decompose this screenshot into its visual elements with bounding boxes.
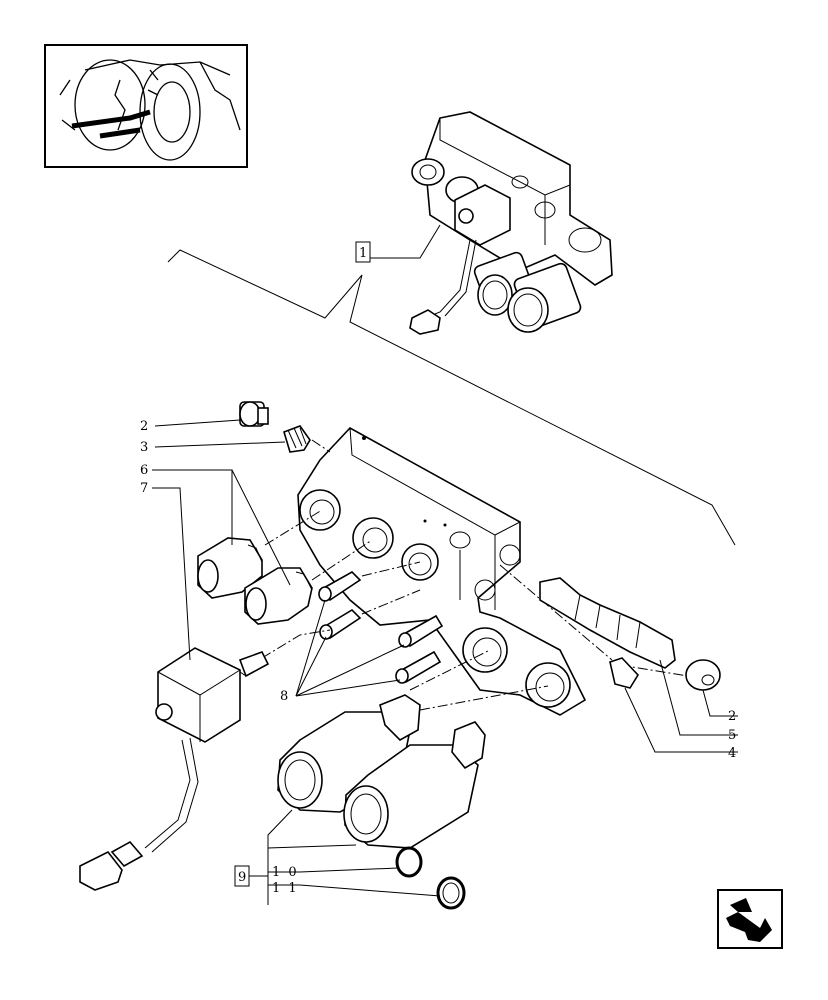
solenoid-coil-part-7 — [79, 647, 270, 891]
callout-1: 1 — [355, 224, 441, 263]
callout-3: 3 — [140, 440, 150, 455]
pins-part-8 — [318, 571, 444, 684]
spring-part-3 — [283, 425, 311, 453]
callout-9-label: 9 — [238, 870, 248, 885]
callout-2-upper: 2 — [140, 419, 150, 434]
callout-7: 7 — [140, 481, 150, 496]
callout-11: 1 1 — [272, 881, 299, 896]
adapter-fitting-part-6-a — [197, 537, 263, 599]
callout-10: 1 0 — [272, 865, 299, 880]
callout-4: 4 — [728, 746, 738, 761]
callout-2-lower: 2 — [728, 709, 738, 724]
leader-lines — [152, 419, 738, 905]
page-navigation-arrow-icon[interactable] — [717, 889, 783, 949]
tractor-location-thumbnail — [44, 44, 248, 168]
plug-part-2-upper — [239, 401, 269, 427]
fitting-part-4 — [609, 657, 640, 689]
callout-6: 6 — [140, 463, 150, 478]
assembled-valve-assembly — [409, 111, 613, 335]
valve-spool-part-5 — [539, 577, 676, 669]
callout-9: 9 — [234, 865, 268, 887]
exploded-view-bracket — [167, 249, 736, 546]
adapter-fitting-part-6-b — [244, 567, 313, 625]
callout-1-label: 1 — [359, 246, 369, 261]
o-ring-part-10 — [395, 846, 423, 878]
callout-8: 8 — [280, 689, 290, 704]
valve-manifold-body — [297, 426, 587, 716]
o-ring-part-11 — [436, 876, 466, 910]
quick-coupler-part-9-b — [343, 721, 486, 849]
plug-part-2-lower — [685, 659, 721, 691]
callout-5: 5 — [728, 728, 738, 743]
